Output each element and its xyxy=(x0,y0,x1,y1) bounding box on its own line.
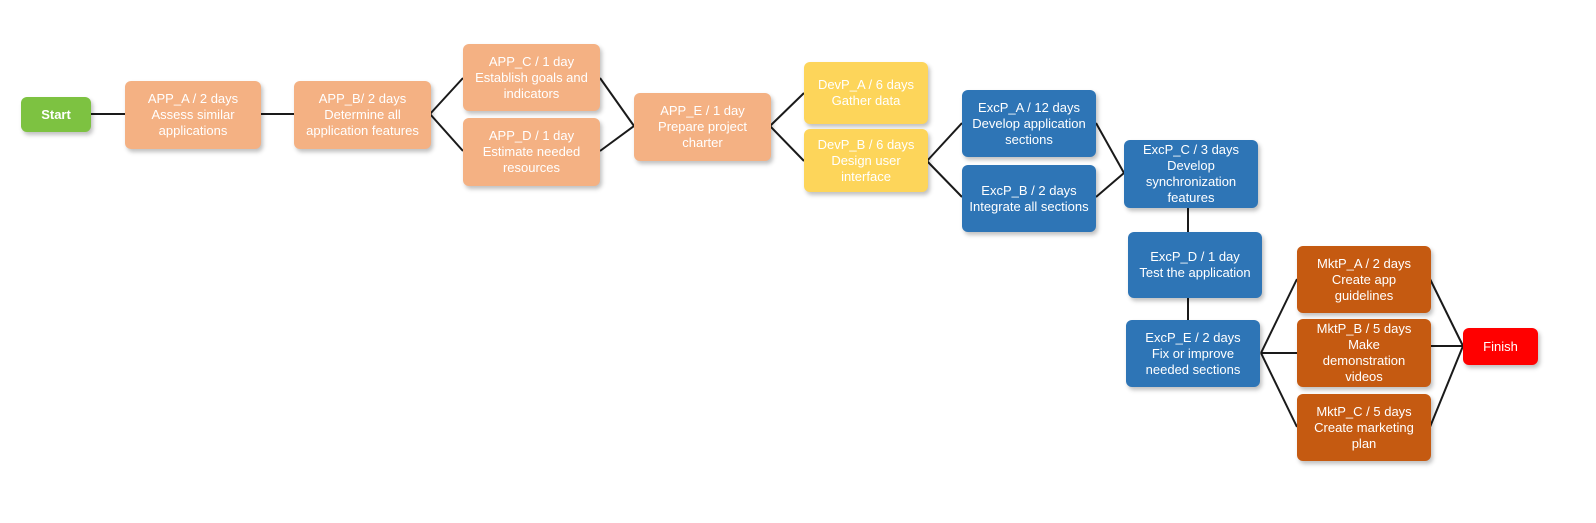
node-app-c-title: APP_C / 1 day xyxy=(488,53,575,69)
node-excp-b-desc-1: Integrate all sections xyxy=(969,198,1089,214)
node-app-d-desc-2: resources xyxy=(502,160,561,175)
node-excp-c-title: ExcP_C / 3 days xyxy=(1142,142,1240,157)
node-app-b-title: APP_B/ 2 days xyxy=(318,91,407,106)
node-app-e-title: APP_E / 1 day xyxy=(660,103,745,118)
node-app-a-title: APP_A / 2 days xyxy=(147,91,239,106)
node-excp-c-desc-3: features xyxy=(1167,190,1215,205)
node-excp-c-desc-2: synchronization xyxy=(1145,174,1237,189)
node-devp-b[interactable]: DevP_B / 6 days Design user interface xyxy=(804,129,928,192)
node-app-a-desc-1: Assess similar xyxy=(151,107,235,122)
node-app-d-desc-1: Estimate needed xyxy=(482,144,581,159)
node-devp-b-title: DevP_B / 6 days xyxy=(817,136,915,152)
edge-app-c-app-e xyxy=(599,77,635,127)
node-app-e-desc-2: charter xyxy=(682,135,723,150)
node-mktp-a-title: MktP_A / 2 days xyxy=(1317,255,1411,271)
edge-devp-b-excp-b xyxy=(926,160,963,198)
node-app-a[interactable]: APP_A / 2 days Assess similar applicatio… xyxy=(125,81,261,149)
node-devp-a-desc-1: Gather data xyxy=(831,93,901,108)
node-mktp-b[interactable]: MktP_B / 5 days Make demonstration video… xyxy=(1297,319,1431,387)
node-mktp-b-desc-1: Make xyxy=(1348,337,1380,352)
node-app-d-title: APP_D / 1 day xyxy=(488,128,575,143)
node-excp-a-desc-2: sections xyxy=(1005,131,1053,147)
edge-mktp-c-finish xyxy=(1429,345,1464,428)
node-app-c[interactable]: APP_C / 1 day Establish goals and indica… xyxy=(463,44,600,111)
node-excp-d-title: ExcP_D / 1 day xyxy=(1150,249,1240,264)
node-start-label: Start xyxy=(41,106,71,122)
node-excp-b[interactable]: ExcP_B / 2 days Integrate all sections xyxy=(962,165,1096,232)
node-devp-a-title: DevP_A / 6 days xyxy=(817,77,915,92)
edge-app-d-app-e xyxy=(599,125,635,152)
node-devp-b-desc-2: interface xyxy=(841,168,891,184)
node-mktp-b-desc-2: demonstration xyxy=(1322,353,1406,368)
node-excp-e[interactable]: ExcP_E / 2 days Fix or improve needed se… xyxy=(1126,320,1260,387)
node-app-e-desc-1: Prepare project xyxy=(658,119,747,134)
node-app-b[interactable]: APP_B/ 2 days Determine all application … xyxy=(294,81,431,149)
edge-devp-b-excp-a xyxy=(926,122,963,162)
edge-app-e-devp-a xyxy=(769,92,805,127)
node-app-c-desc-2: indicators xyxy=(503,85,560,101)
node-devp-a[interactable]: DevP_A / 6 days Gather data xyxy=(804,62,928,124)
node-mktp-c[interactable]: MktP_C / 5 days Create marketing plan xyxy=(1297,394,1431,461)
edge-app-b-app-c xyxy=(429,77,464,115)
edge-mktp-a-finish xyxy=(1429,278,1464,347)
node-excp-a-title: ExcP_A / 12 days xyxy=(978,99,1080,115)
edge-app-b-app-d xyxy=(429,113,464,152)
node-app-d[interactable]: APP_D / 1 day Estimate needed resources xyxy=(463,118,600,186)
node-mktp-a[interactable]: MktP_A / 2 days Create app guidelines xyxy=(1297,246,1431,313)
node-mktp-c-desc-2: plan xyxy=(1351,435,1377,451)
edge-excp-b-excp-c xyxy=(1095,172,1125,198)
node-excp-a-desc-1: Develop application xyxy=(972,115,1086,131)
node-mktp-a-desc-1: Create app xyxy=(1331,271,1397,287)
node-start[interactable]: Start xyxy=(21,97,91,132)
node-excp-e-desc-2: needed sections xyxy=(1145,361,1241,377)
node-app-e[interactable]: APP_E / 1 day Prepare project charter xyxy=(634,93,771,161)
edge-excp-e-mktp-c xyxy=(1260,352,1298,428)
node-app-b-desc-1: Determine all xyxy=(324,107,401,122)
node-mktp-b-desc-3: videos xyxy=(1345,369,1383,384)
node-excp-a[interactable]: ExcP_A / 12 days Develop application sec… xyxy=(962,90,1096,157)
node-mktp-c-desc-1: Create marketing xyxy=(1314,419,1414,435)
node-devp-b-desc-1: Design user xyxy=(831,152,901,168)
edge-excp-e-mktp-a xyxy=(1260,278,1298,354)
node-app-c-desc-1: Establish goals and xyxy=(475,69,588,85)
node-app-b-desc-2: application features xyxy=(306,123,419,138)
node-excp-c-desc-1: Develop xyxy=(1167,158,1215,173)
node-excp-d[interactable]: ExcP_D / 1 day Test the application xyxy=(1128,232,1262,298)
node-excp-b-title: ExcP_B / 2 days xyxy=(981,182,1077,198)
node-excp-e-title: ExcP_E / 2 days xyxy=(1145,329,1241,345)
node-finish[interactable]: Finish xyxy=(1463,328,1538,365)
node-mktp-b-title: MktP_B / 5 days xyxy=(1316,321,1412,336)
node-mktp-a-desc-2: guidelines xyxy=(1334,287,1394,303)
edge-excp-a-excp-c xyxy=(1095,122,1125,174)
node-mktp-c-title: MktP_C / 5 days xyxy=(1316,403,1412,419)
node-excp-c[interactable]: ExcP_C / 3 days Develop synchronization … xyxy=(1124,140,1258,208)
node-excp-e-desc-1: Fix or improve xyxy=(1151,345,1235,361)
node-excp-d-desc-1: Test the application xyxy=(1139,265,1251,280)
edge-app-e-devp-b xyxy=(769,125,805,162)
node-app-a-desc-2: applications xyxy=(158,123,228,138)
node-finish-label: Finish xyxy=(1483,338,1518,354)
